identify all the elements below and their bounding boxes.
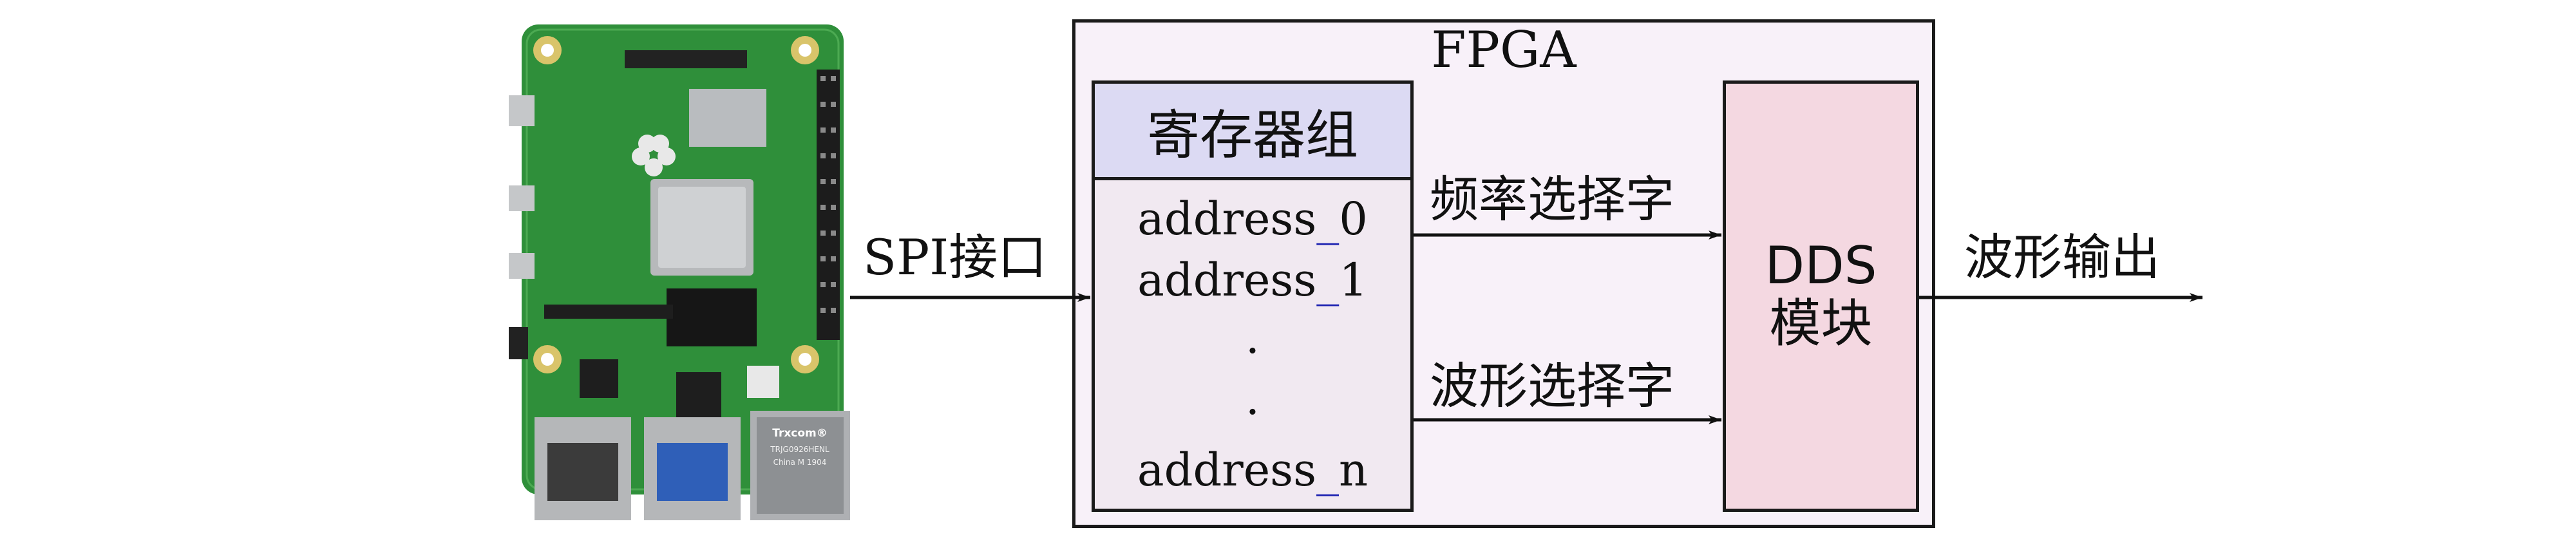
ethernet-brand-text: Trxcom® [772, 427, 828, 440]
ethernet-origin-text: China M 1904 [773, 458, 827, 467]
waveform-word-label: 波形选择字 [1430, 357, 1674, 415]
fpga-title: FPGA [1431, 21, 1577, 79]
address-n: address_n [1137, 444, 1368, 496]
waveform-output-label: 波形输出 [1964, 229, 2160, 286]
dds-label-line1: DDS [1765, 236, 1877, 296]
address-1: address_1 [1137, 254, 1368, 306]
ethernet-part-text: TRJG0926HENL [770, 445, 829, 454]
raspberry-pi-board-image: Trxcom® TRJG0926HENL China M 1904 [509, 24, 850, 520]
register-group-title: 寄存器组 [1092, 80, 1414, 180]
ellipsis-dot-2: · [1245, 386, 1260, 438]
dds-module-label: DDS 模块 [1723, 237, 1919, 353]
frequency-word-label: 频率选择字 [1430, 171, 1674, 228]
dds-label-line2: 模块 [1769, 294, 1873, 353]
dds-module-box [1723, 80, 1919, 512]
address-0: address_0 [1137, 193, 1368, 245]
spi-interface-label: SPI接口 [863, 229, 1047, 286]
ellipsis-dot-1: · [1245, 325, 1260, 377]
